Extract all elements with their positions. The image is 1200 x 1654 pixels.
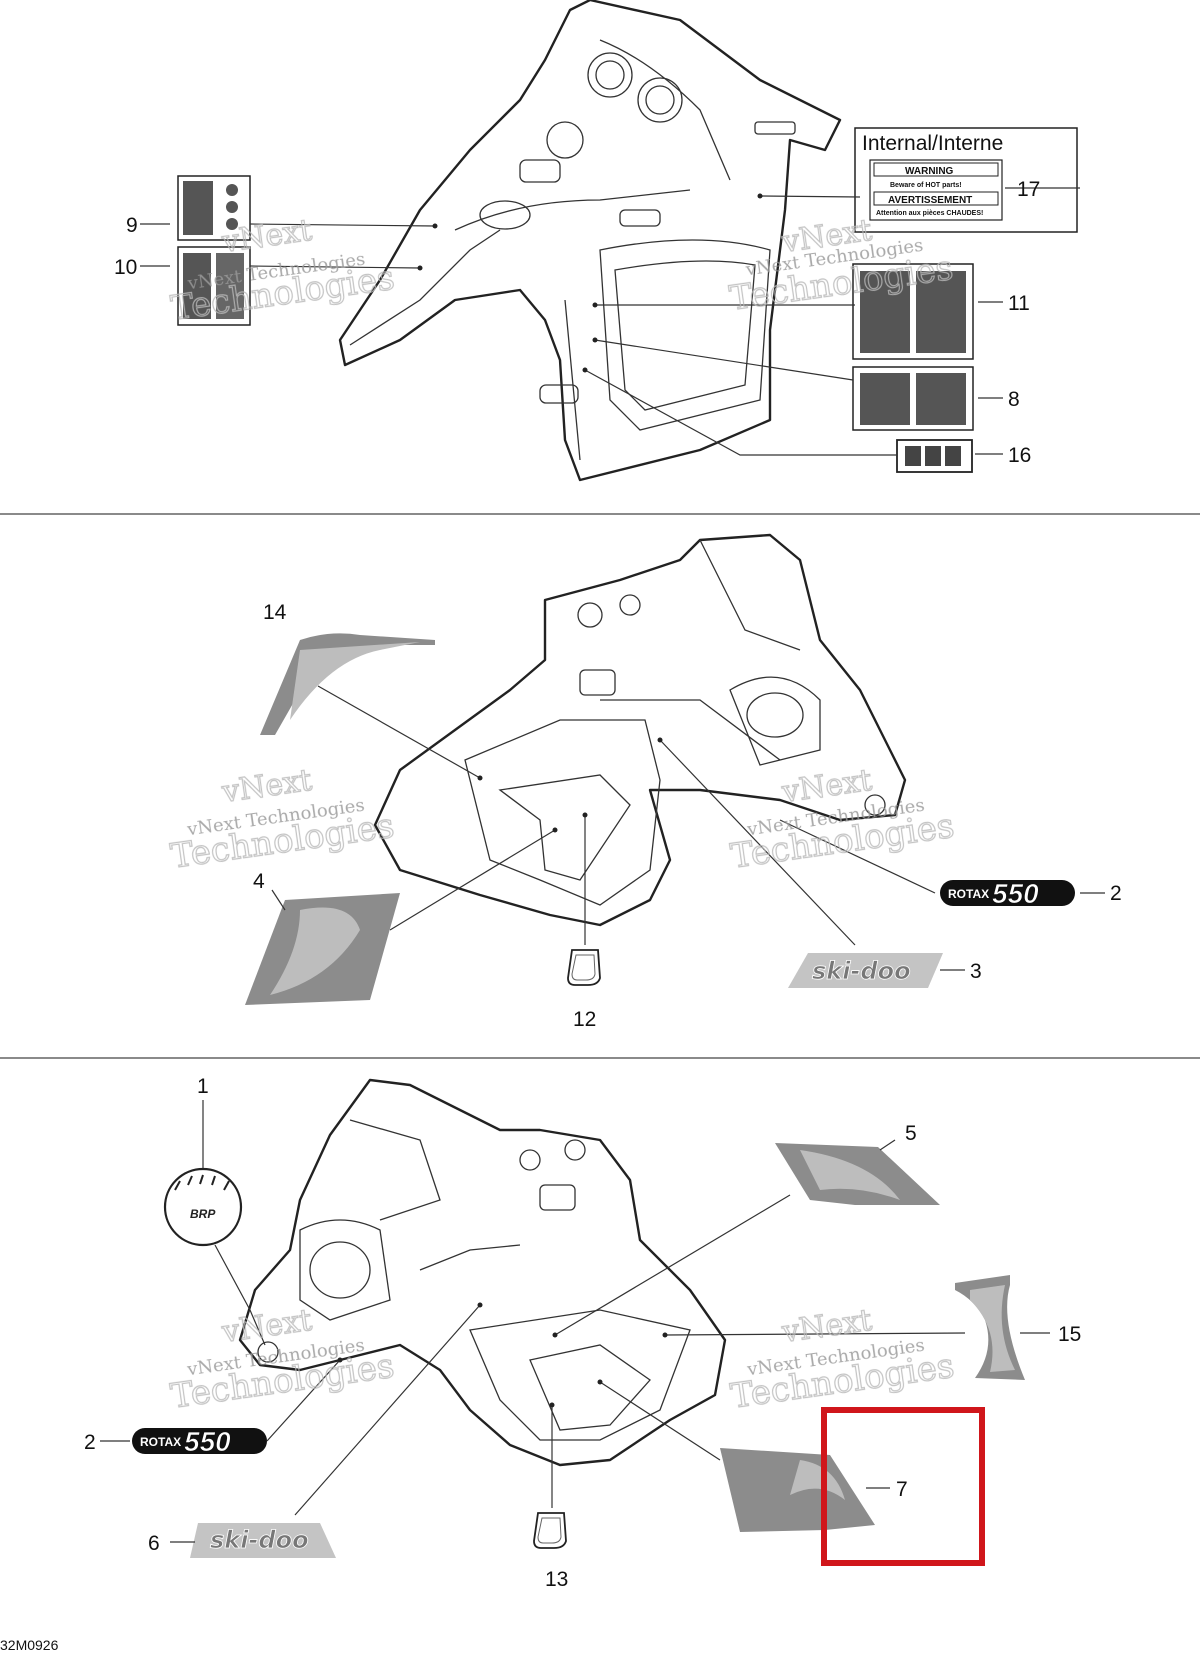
label-10: 10	[114, 256, 137, 279]
decal-9-sheet	[177, 175, 251, 241]
rotax-number-left: 550	[184, 1426, 231, 1457]
avert-subtext: Attention aux pièces CHAUDES!	[876, 210, 983, 217]
label-6: 6	[148, 1532, 160, 1555]
hood-body-bottom	[238, 1078, 727, 1467]
rotax-number: 550	[992, 878, 1039, 909]
label-7: 7	[896, 1478, 908, 1501]
hood-body-top	[338, 0, 842, 482]
callout-box-17: Internal/Interne WARNING Beware of HOT p…	[854, 127, 1078, 233]
section-middle: ROTAX 550 ski-doo 14 4 12 2 3	[245, 533, 1122, 1031]
decal-10-sheet	[177, 246, 251, 326]
decal-16-sheet	[896, 439, 973, 473]
decal-8-sheet	[852, 366, 974, 431]
label-1: 1	[197, 1075, 209, 1098]
rotax-550-logo-left: ROTAX 550	[132, 1426, 267, 1457]
decal-11-sheet	[852, 263, 974, 360]
label-9: 9	[126, 214, 138, 237]
label-17: 17	[1017, 178, 1040, 201]
rotax-word-left: ROTAX	[140, 1435, 181, 1449]
ski-doo-decal-3: ski-doo	[788, 953, 943, 988]
hood-body-middle	[373, 533, 907, 927]
label-11: 11	[1008, 292, 1030, 315]
warning-subtext: Beware of HOT parts!	[890, 182, 962, 189]
label-5: 5	[905, 1122, 917, 1145]
section-top: Internal/Interne WARNING Beware of HOT p…	[114, 0, 1080, 482]
label-12: 12	[573, 1008, 596, 1031]
label-15: 15	[1058, 1323, 1081, 1346]
label-13: 13	[545, 1568, 568, 1591]
decal-13-badge	[533, 1512, 567, 1549]
label-14: 14	[263, 601, 287, 624]
label-3: 3	[970, 960, 982, 983]
highlight-box-7	[821, 1407, 985, 1566]
label-16: 16	[1008, 444, 1031, 467]
label-2-right: 2	[1110, 882, 1122, 905]
section-bottom: BRP ROTAX 550 ski-doo	[84, 1075, 1081, 1591]
ski-doo-word-3: ski-doo	[812, 957, 911, 985]
brp-word: BRP	[190, 1207, 216, 1221]
warning-text: WARNING	[905, 166, 954, 177]
rotax-550-logo-right: ROTAX 550	[940, 878, 1075, 909]
ski-doo-word-6: ski-doo	[210, 1526, 309, 1554]
callout-box-title: Internal/Interne	[862, 132, 1003, 155]
avert-text: AVERTISSEMENT	[888, 195, 972, 206]
label-8: 8	[1008, 388, 1020, 411]
ski-doo-decal-6: ski-doo	[190, 1523, 336, 1558]
figure-code: 32M0926	[0, 1637, 59, 1653]
rotax-word: ROTAX	[948, 887, 989, 901]
brp-emblem: BRP	[163, 1167, 243, 1247]
label-2-left: 2	[84, 1431, 96, 1454]
label-4: 4	[253, 870, 265, 893]
decal-12-badge	[567, 949, 601, 986]
